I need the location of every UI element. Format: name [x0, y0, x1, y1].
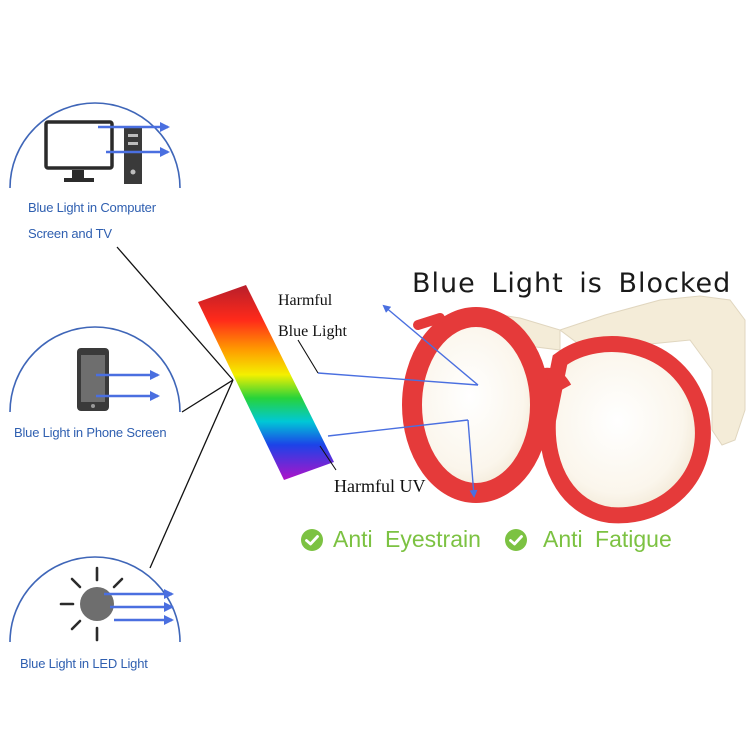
headline: Blue Light is Blocked — [412, 268, 732, 299]
harmful-blue-label-line1: Harmful — [278, 292, 333, 309]
light-spectrum-bar — [198, 285, 334, 480]
led-label: Blue Light in LED Light — [20, 656, 148, 671]
glasses-temple-back — [558, 295, 746, 446]
check-circle-icon — [505, 529, 527, 551]
phone-arc — [9, 326, 181, 413]
blue-light-rays — [317, 304, 479, 498]
computer-rays — [98, 122, 170, 157]
computer-label-line2: Screen and TV — [28, 226, 112, 241]
computer-icon — [44, 120, 142, 184]
phone-icon — [77, 348, 109, 411]
light-bulb-icon — [59, 566, 124, 642]
computer-arc — [9, 102, 181, 189]
phone-label: Blue Light in Phone Screen — [14, 425, 167, 440]
phone-rays — [96, 370, 160, 401]
benefit-anti-eyestrain: Anti Eyestrain — [333, 526, 481, 552]
computer-label-line1: Blue Light in Computer — [28, 200, 156, 215]
led-rays — [104, 589, 174, 625]
check-circle-icon — [301, 529, 323, 551]
label-leader-lines — [297, 339, 337, 471]
harmful-uv-label: Harmful UV — [334, 476, 426, 496]
connector-lines — [116, 246, 234, 569]
harmful-blue-label-line2: Blue Light — [278, 323, 347, 340]
glasses-illustration — [402, 295, 746, 524]
benefit-anti-fatigue: Anti Fatigue — [543, 526, 672, 552]
